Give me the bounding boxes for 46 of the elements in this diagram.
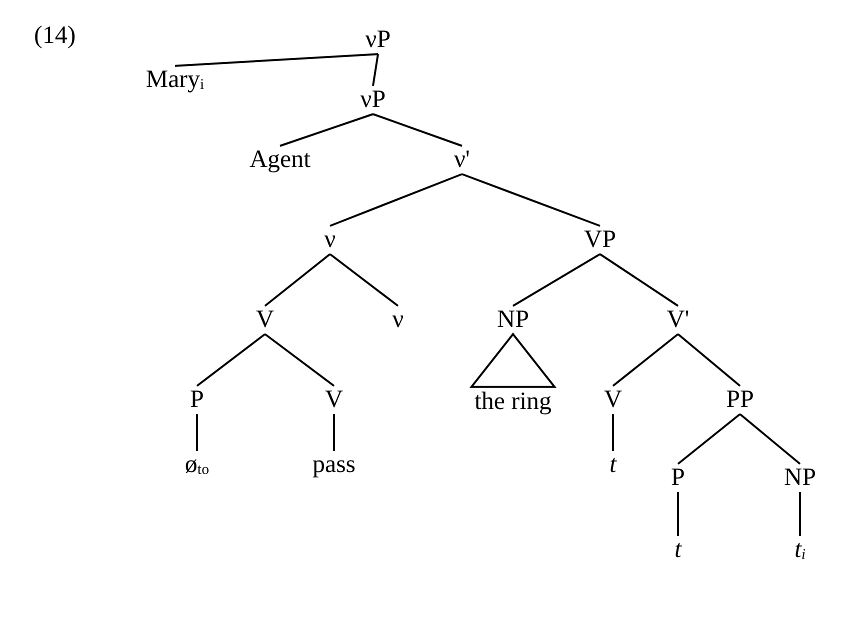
triangle-branch	[469, 332, 557, 388]
tree-branch	[612, 414, 614, 451]
tree-branch	[372, 113, 462, 147]
tree-node-label: P	[670, 464, 686, 492]
tree-branch	[512, 253, 601, 307]
tree-node-label: PP	[725, 386, 755, 414]
tree-node-label: t$_{i}$	[793, 536, 807, 564]
tree-node-label: V'	[666, 306, 690, 334]
tree-branch	[333, 414, 335, 451]
tree-node-label: ø$_{to}$	[184, 452, 210, 478]
tree-node-label: NP	[496, 306, 530, 334]
tree-branch	[372, 54, 379, 86]
tree-node-label: νP	[364, 26, 392, 54]
tree-branch	[264, 253, 331, 307]
tree-branch	[799, 492, 801, 536]
tree-branch	[330, 173, 462, 227]
tree-node-label: ν'	[453, 146, 471, 174]
tree-node-label: VP	[583, 226, 617, 254]
tree-branch	[329, 253, 399, 307]
tree-node-label: V	[602, 386, 624, 414]
tree-branch	[599, 253, 679, 307]
tree-node-label: t	[608, 452, 618, 478]
tree-branch	[174, 53, 378, 67]
tree-branch	[677, 413, 741, 465]
tree-node-label: NP	[783, 464, 817, 492]
tree-node-label: P	[189, 386, 205, 414]
tree-node-label: ν	[323, 226, 337, 254]
tree-branch	[264, 333, 335, 387]
tree-branch	[280, 113, 374, 147]
tree-node-label: Agent	[248, 146, 312, 174]
tree-branch	[677, 492, 679, 536]
tree-node-label: V	[254, 306, 276, 334]
tree-node-label: ν	[391, 306, 405, 334]
example-number: (14)	[34, 22, 76, 50]
tree-node-label: Mary$_{i}$	[144, 66, 206, 94]
tree-branch	[196, 333, 266, 387]
tree-node-label: t	[674, 536, 682, 564]
tree-branch	[677, 333, 741, 387]
tree-node-label: V	[324, 386, 344, 414]
tree-branch	[196, 414, 198, 451]
tree-node-label: pass	[311, 452, 357, 478]
tree-branch	[462, 173, 600, 227]
tree-branch	[739, 413, 801, 465]
tree-node-label: the ring	[473, 388, 553, 416]
tree-node-label: νP	[359, 86, 387, 114]
tree-branch	[612, 333, 679, 387]
